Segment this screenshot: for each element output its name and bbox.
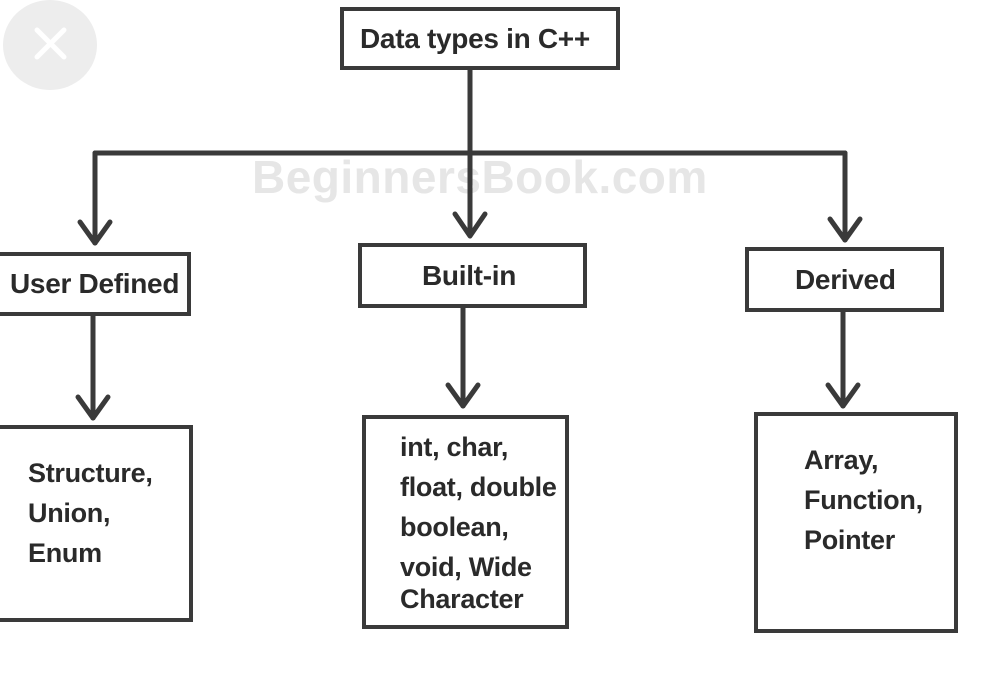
leaf-item: Array, — [804, 445, 879, 475]
arrow-head-built-in — [452, 211, 488, 239]
root-box: Data types in C++ — [340, 7, 620, 70]
leaf-item: int, char, — [400, 432, 509, 462]
leaf-item: Function, — [804, 485, 923, 515]
category-label-built-in: Built-in — [422, 259, 517, 291]
leaf-box-derived: Array, Function, Pointer — [754, 412, 958, 633]
close-button[interactable] — [3, 0, 97, 90]
category-box-derived: Derived — [745, 247, 944, 312]
category-label-derived: Derived — [795, 263, 896, 295]
arrow-head-built-in-leaf — [445, 382, 481, 409]
leaf-item: Structure, — [28, 458, 153, 488]
arrow-head-user-defined — [77, 219, 113, 246]
leaf-item: Character — [400, 584, 524, 614]
leaf-item: Union, — [28, 498, 111, 528]
category-box-built-in: Built-in — [358, 243, 587, 308]
category-label-user-defined: User Defined — [10, 268, 180, 299]
leaf-box-user-defined: Structure, Union, Enum — [0, 425, 193, 622]
arrow-head-derived — [827, 216, 863, 243]
leaf-item: void, Wide — [400, 552, 532, 582]
category-box-user-defined: User Defined — [0, 252, 191, 316]
leaf-item: Pointer — [804, 525, 895, 555]
close-icon — [34, 27, 67, 60]
leaf-item: boolean, — [400, 512, 509, 542]
arrow-head-user-defined-leaf — [75, 394, 111, 421]
root-label: Data types in C++ — [360, 22, 590, 54]
arrow-head-derived-leaf — [825, 382, 861, 409]
leaf-item: float, double — [400, 472, 557, 502]
watermark: BeginnersBook.com — [252, 151, 708, 203]
leaf-item: Enum — [28, 538, 102, 568]
leaf-box-built-in: int, char, float, double boolean, void, … — [362, 415, 569, 629]
